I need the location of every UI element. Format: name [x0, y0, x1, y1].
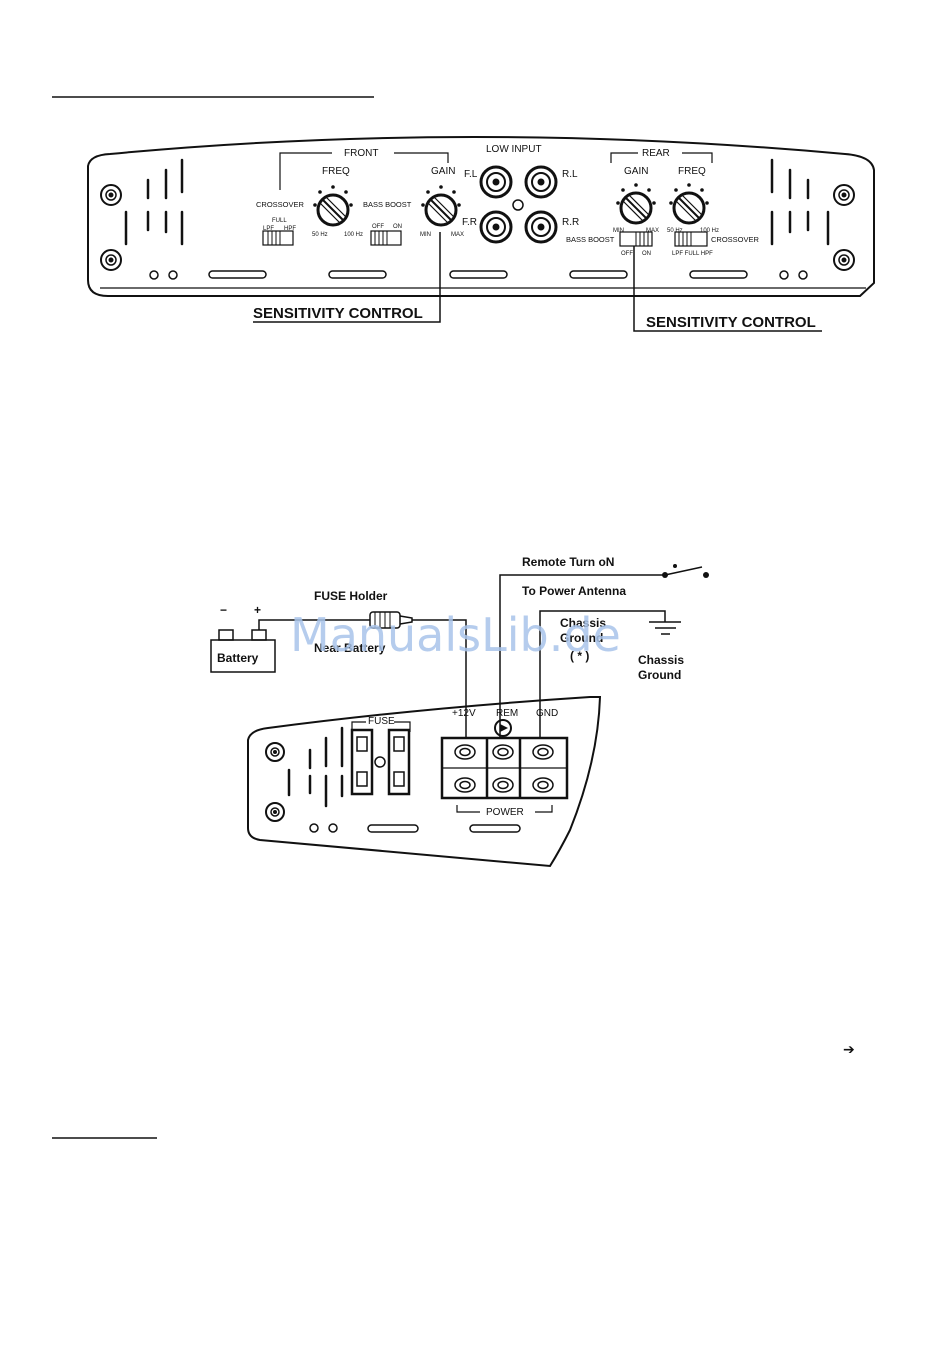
jack-fl-label: F.L	[464, 169, 478, 180]
battery-icon	[210, 639, 276, 673]
power-label: POWER	[486, 807, 524, 818]
rem-label: REM	[496, 708, 518, 719]
bass-boost-label-left: BASS BOOST	[363, 200, 412, 209]
chassis-ground-asterisk: ( * )	[570, 649, 589, 663]
switch-hpf-label: HPF	[284, 226, 296, 232]
max-right: MAX	[646, 228, 659, 234]
front-gain-knob[interactable]	[421, 185, 461, 227]
jack-rl-label: R.L	[562, 169, 578, 180]
power-wiring-diagram	[210, 564, 709, 868]
hz100-left: 100 Hz	[344, 232, 363, 238]
near-battery-label: Near Battery	[314, 641, 386, 655]
hz100-right: 100 Hz	[700, 228, 719, 234]
rear-gain-knob[interactable]	[616, 183, 656, 225]
low-input-label: LOW INPUT	[486, 144, 542, 155]
fuse-holder-label: FUSE Holder	[314, 589, 388, 603]
jack-rr-label: R.R	[562, 217, 579, 228]
battery-plus-label: +	[254, 603, 261, 617]
min-right: MIN	[613, 228, 624, 234]
max-left: MAX	[451, 232, 464, 238]
chassis-ground2-label-1: Chassis	[638, 653, 684, 667]
switch-on-label-right: ON	[642, 251, 651, 257]
chassis-ground-label-2: Ground	[560, 631, 603, 645]
jack-fr-label: F.R	[462, 217, 477, 228]
screw-icon	[265, 742, 285, 822]
switch-icon	[664, 566, 703, 576]
chassis-ground-label-1: Chassis	[560, 616, 606, 630]
vent-slots-right	[770, 158, 830, 246]
rca-jack-icon	[479, 165, 558, 244]
bass-boost-label-right: BASS BOOST	[566, 235, 615, 244]
switch-off-label-right: OFF	[621, 251, 633, 257]
amplifier-control-panel	[87, 136, 875, 297]
rear-label: REAR	[642, 148, 670, 159]
front-gain-label: GAIN	[431, 166, 455, 177]
chassis-ground2-label-2: Ground	[638, 668, 681, 682]
rear-freq-label: FREQ	[678, 166, 706, 177]
fuse-holder-icon	[369, 611, 413, 629]
gnd-label: GND	[536, 708, 558, 719]
crossover-label-right: CROSSOVER	[711, 235, 760, 244]
screw-icon	[100, 184, 855, 271]
terminal-screw-icon	[454, 744, 554, 793]
sensitivity-control-left: SENSITIVITY CONTROL	[253, 305, 423, 322]
switch-lpf-full-hpf-label: LPF FULL HPF	[672, 251, 713, 257]
front-freq-label: FREQ	[322, 166, 350, 177]
battery-label: Battery	[217, 651, 259, 665]
rear-freq-knob[interactable]	[669, 183, 709, 225]
switch-off-label: OFF	[372, 224, 384, 230]
hz50-left: 50 Hz	[312, 232, 328, 238]
min-left: MIN	[420, 232, 431, 238]
watermark: ManualsLib.de	[290, 608, 621, 662]
fuse-label: FUSE	[368, 716, 395, 727]
remote-turn-on-label: Remote Turn oN	[522, 555, 614, 569]
plus12v-label: +12V	[452, 708, 476, 719]
sensitivity-leader-right	[633, 246, 822, 332]
sensitivity-control-right: SENSITIVITY CONTROL	[646, 314, 816, 331]
battery-minus-label: −	[220, 603, 227, 617]
front-label: FRONT	[344, 148, 378, 159]
ground-symbol-icon	[649, 621, 681, 635]
power-antenna-label: To Power Antenna	[522, 584, 626, 598]
arrow-right-icon: ➔	[843, 1042, 855, 1058]
rear-gain-label: GAIN	[624, 166, 648, 177]
crossover-label-left: CROSSOVER	[256, 200, 305, 209]
front-freq-knob[interactable]	[313, 185, 353, 227]
switch-on-label: ON	[393, 224, 402, 230]
vent-slots-left	[124, 158, 184, 246]
switch-lpf-label: LPF	[263, 226, 274, 232]
sensitivity-leader-left	[253, 232, 441, 323]
hz50-right: 50 Hz	[667, 228, 683, 234]
switch-full-label: FULL	[272, 218, 287, 224]
